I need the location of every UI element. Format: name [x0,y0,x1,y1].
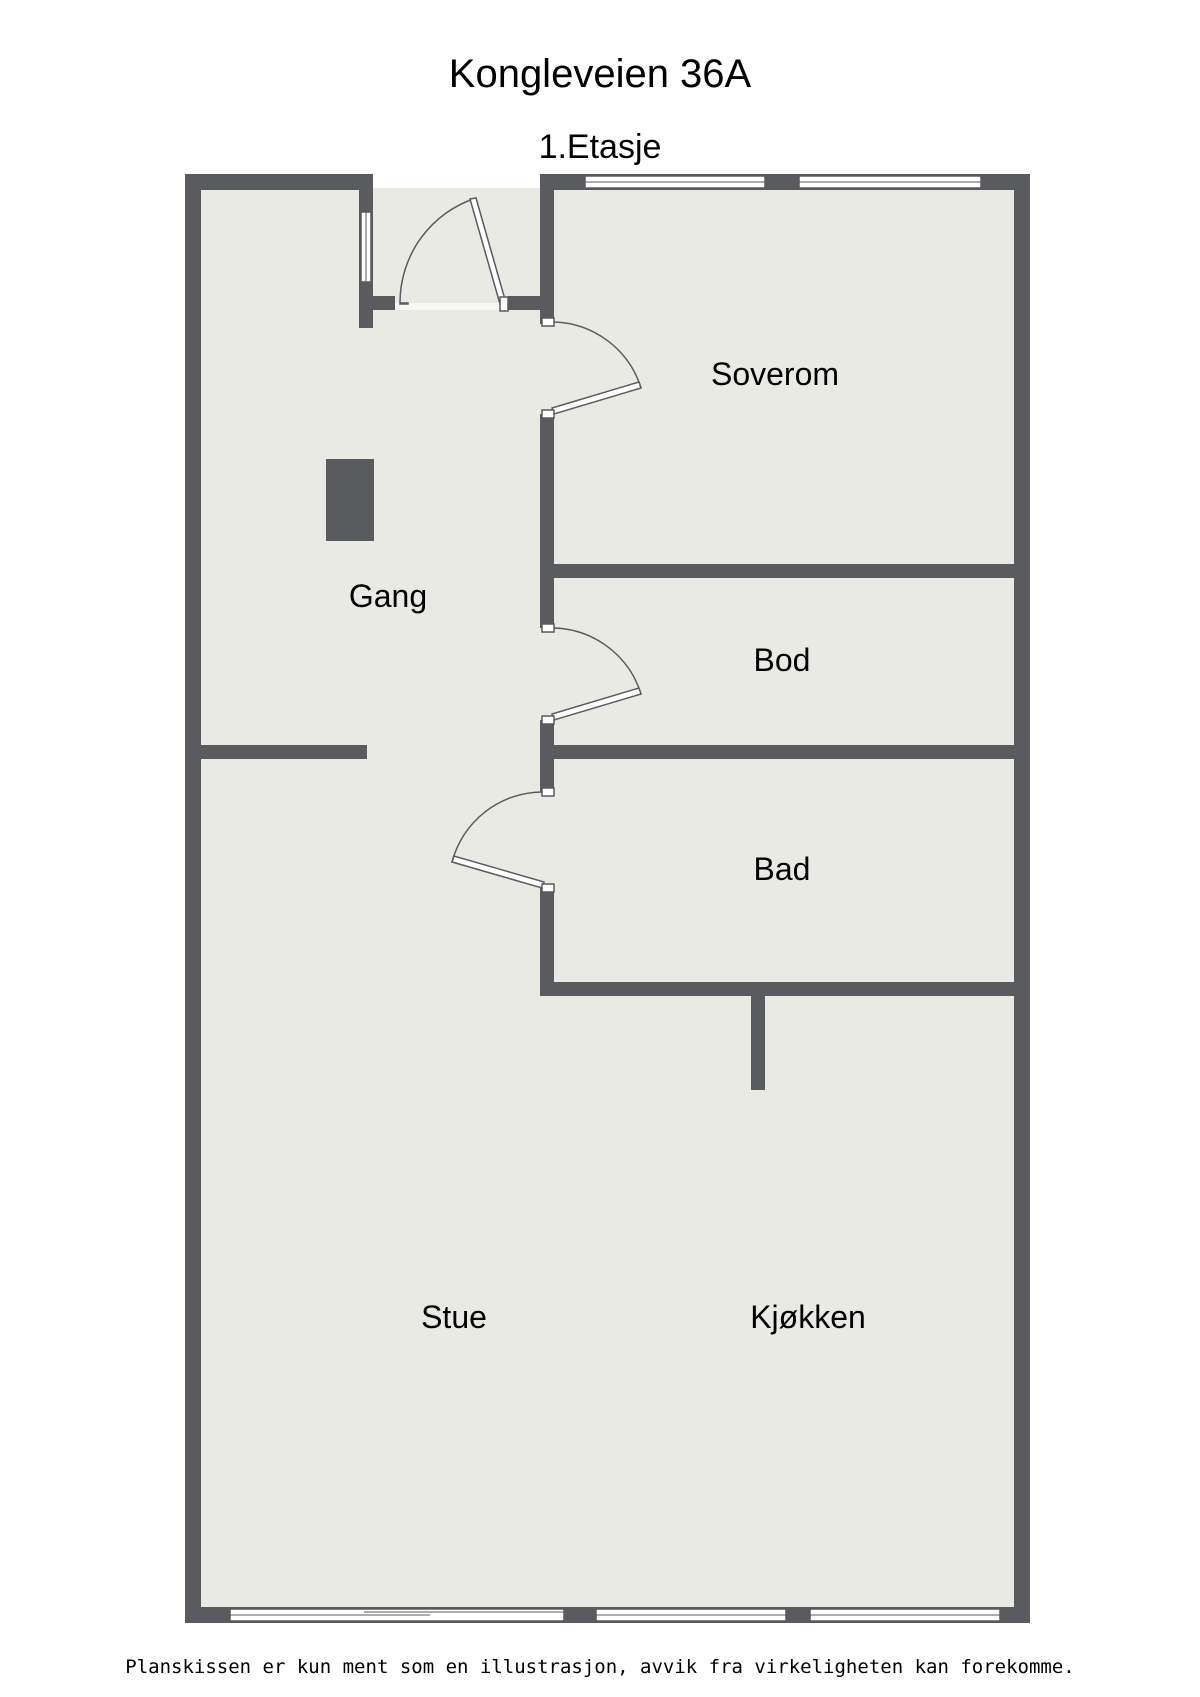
wall-central-1 [540,174,554,324]
floor-label: 1.Etasje [538,128,662,166]
room-label-soverom: Soverom [711,356,839,392]
wall-bod-bad [540,745,1016,759]
wall-left [185,174,201,1623]
entrance-door [399,197,509,312]
entrance-threshold [395,303,508,310]
soverom-door [541,317,642,419]
windows [229,175,1001,1622]
wall-kitchen-stub [751,982,765,1090]
wall-vestibule-right-stub [508,296,548,310]
wall-bad-bottom [540,982,1016,996]
room-label-bod: Bod [754,642,811,678]
doors [399,197,642,893]
floor-area [199,188,1016,1619]
room-label-stue: Stue [421,1299,487,1335]
wall-right [1014,174,1030,1623]
wall-vestibule-left-stub [359,296,395,310]
bod-door [541,623,642,725]
disclaimer: Planskissen er kun ment som en illustras… [125,1656,1075,1678]
wall-central-4 [540,888,554,996]
room-label-bad: Bad [754,851,811,887]
plan-title: Kongleveien 36A [448,52,752,96]
bad-door [451,787,555,893]
wall-central-2 [540,414,554,628]
wall-top-left [185,174,373,190]
room-label-gang: Gang [349,578,427,614]
wall-gang-stub [199,745,367,759]
chimney [326,459,374,541]
room-label-kjokken: Kjøkken [750,1299,866,1335]
wall-soverom-bod [540,564,1016,578]
